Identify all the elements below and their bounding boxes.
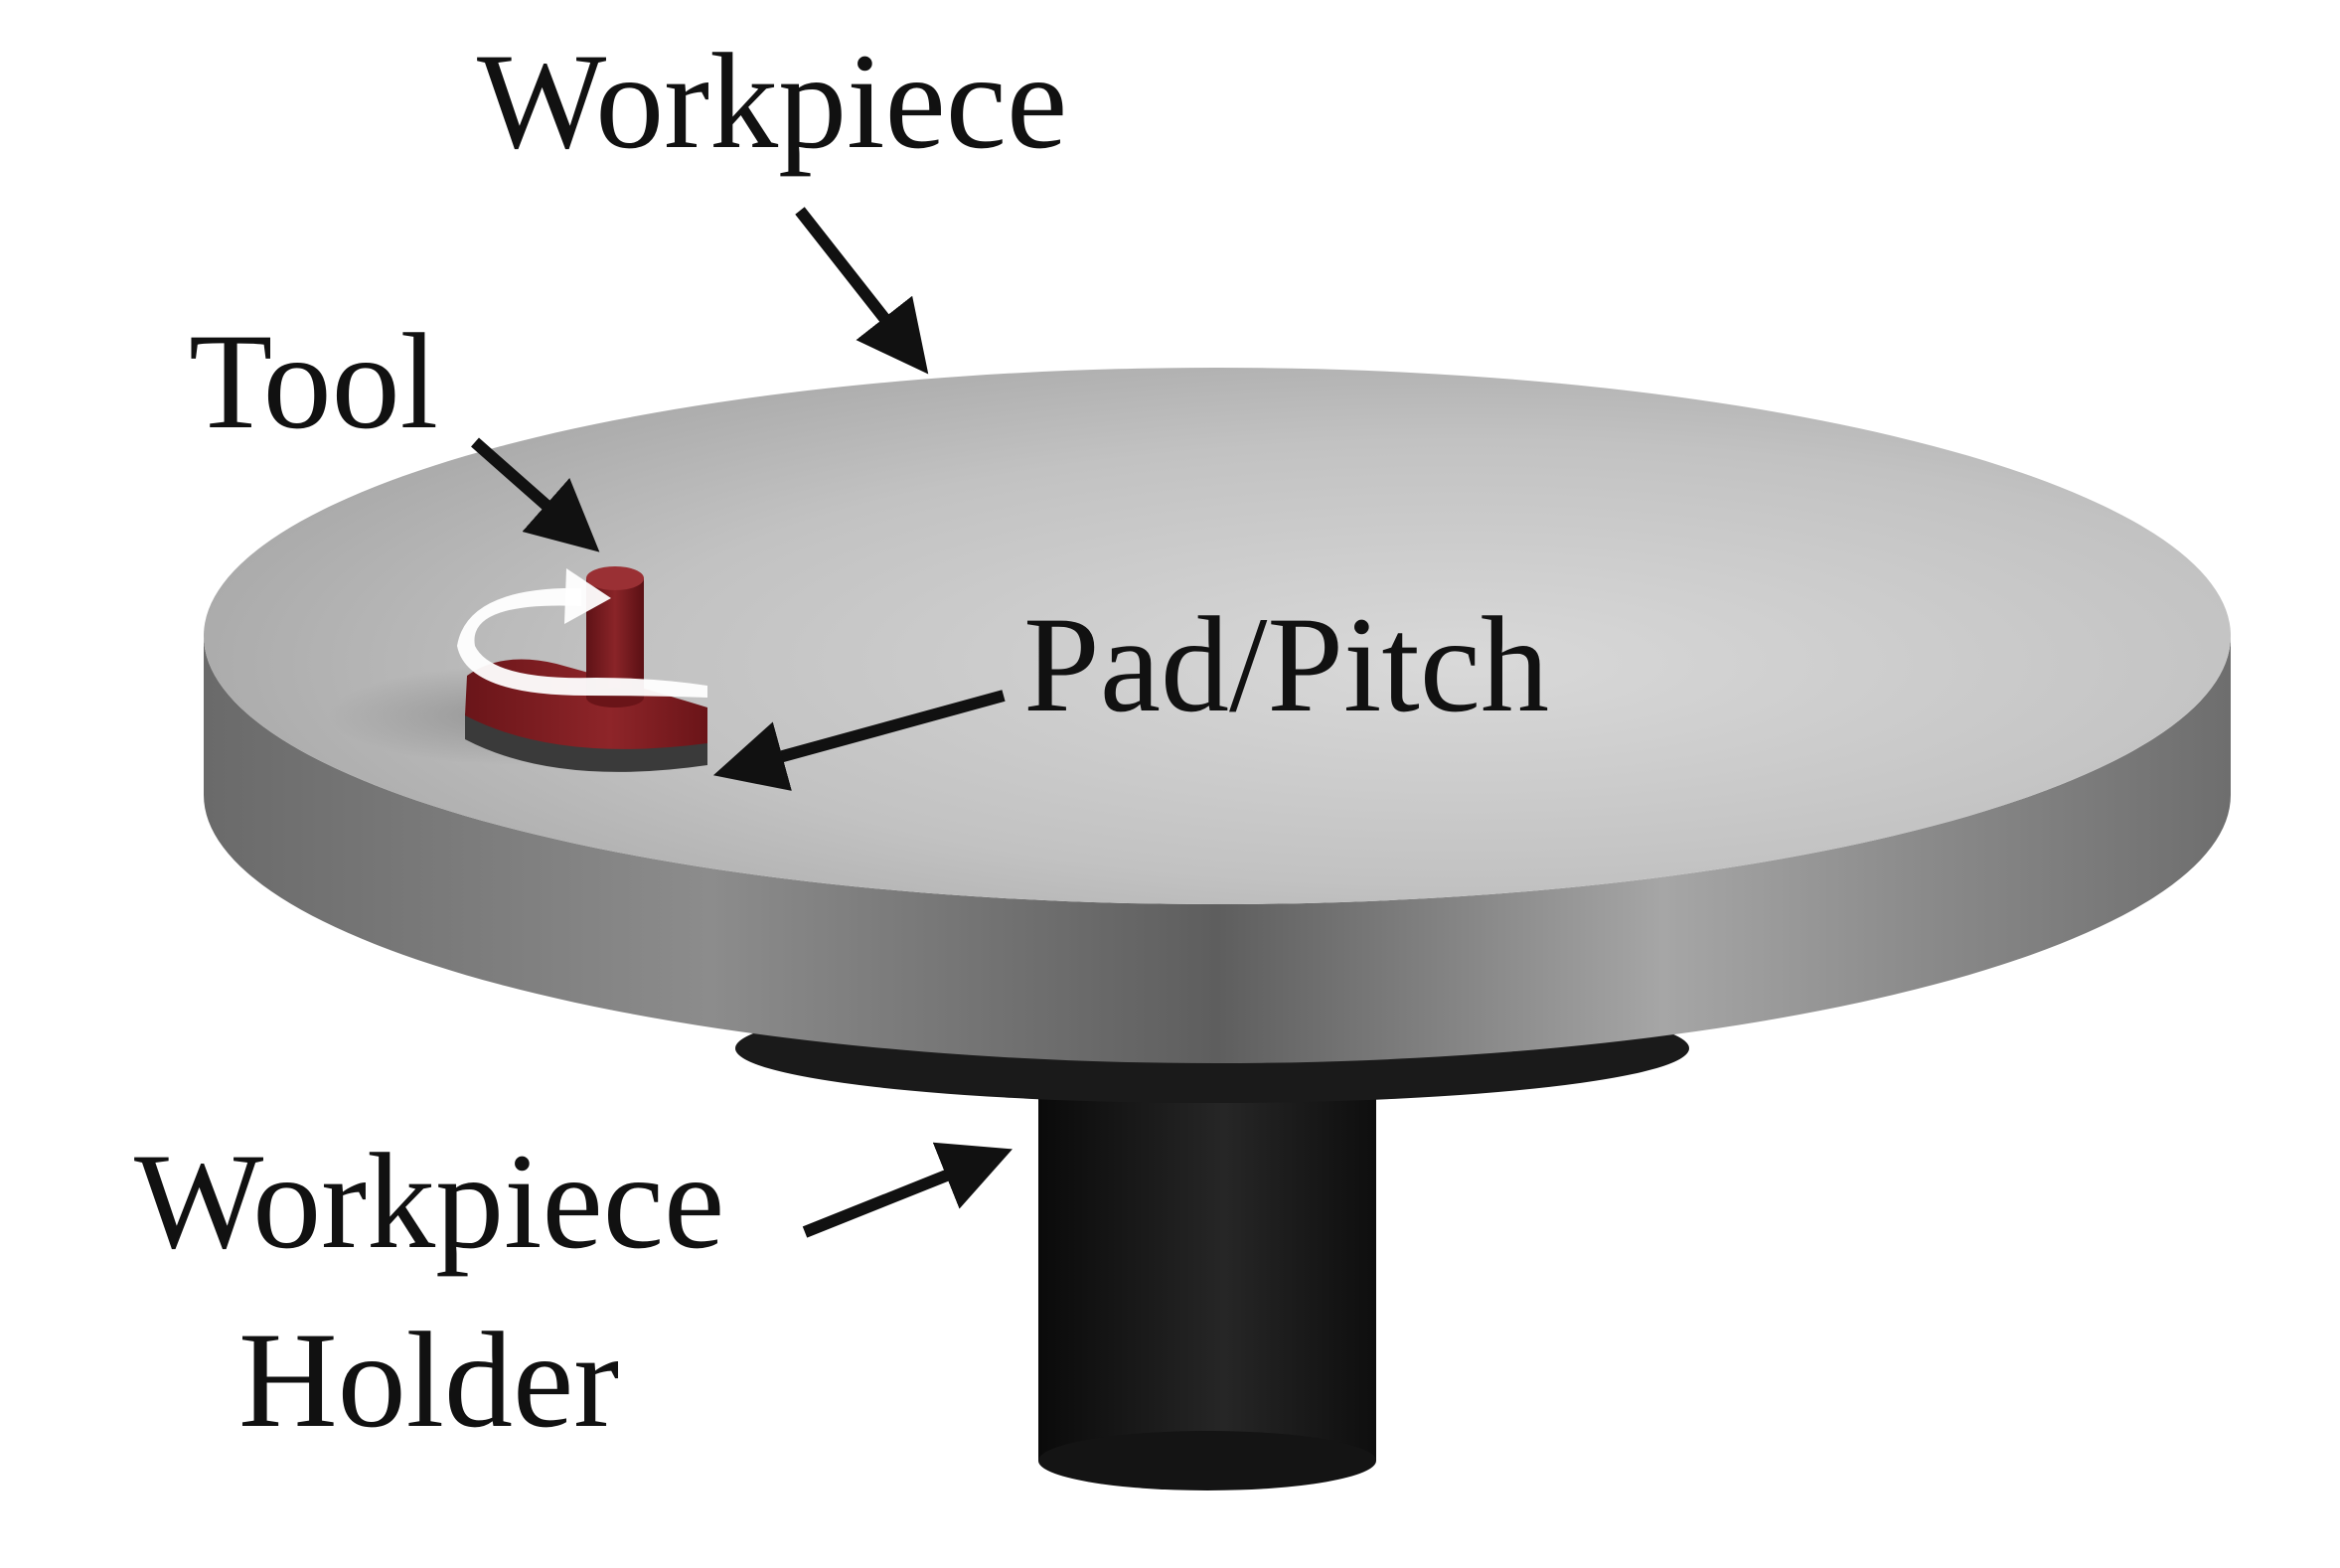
holder-label-line2: Holder bbox=[238, 1304, 619, 1456]
workpiece-rim bbox=[204, 636, 2231, 1063]
pad-pitch-arrow bbox=[712, 690, 1006, 791]
workpiece-top-face bbox=[204, 368, 2231, 904]
annotation-arrows bbox=[471, 207, 1013, 1238]
tool-label: Tool bbox=[189, 305, 438, 457]
holder-arrow bbox=[802, 1142, 1013, 1238]
holder-label-line1: Workpiece bbox=[134, 1125, 724, 1277]
tool-arrow bbox=[471, 437, 600, 552]
workpiece-holder bbox=[735, 994, 1689, 1490]
workpiece-disc bbox=[204, 368, 2231, 1063]
pad-pitch-label: Pad/Pitch bbox=[1023, 588, 1549, 740]
curved-rotation-arrow-icon bbox=[457, 587, 707, 698]
tool-assembly bbox=[328, 566, 707, 772]
workpiece-label: Workpiece bbox=[477, 25, 1067, 177]
pitch-layer bbox=[465, 713, 707, 772]
workpiece-arrow bbox=[795, 207, 929, 375]
